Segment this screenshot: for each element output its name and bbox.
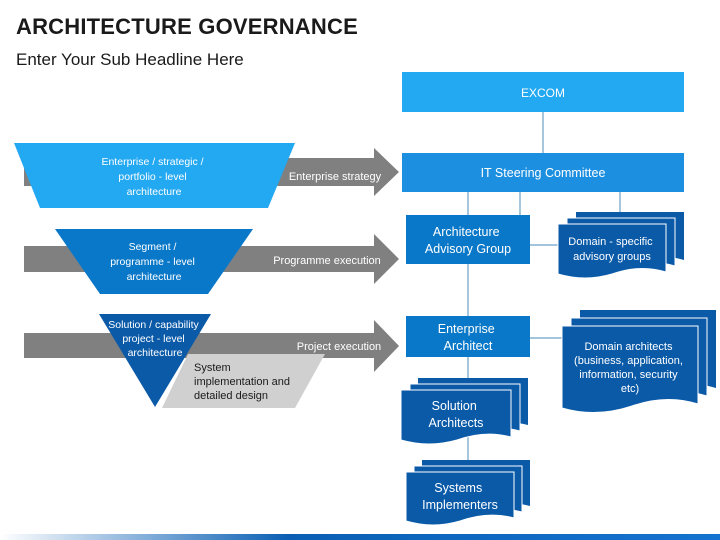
enterprise-architect-label: Enterprise Architect — [438, 322, 498, 353]
domain-architects-stack: Domain architects (business, application… — [561, 310, 716, 414]
it-steering-committee-label: IT Steering Committee — [481, 166, 606, 180]
governance-boxes: EXCOM IT Steering Committee Architecture… — [402, 72, 684, 357]
system-implementation-block — [162, 354, 325, 408]
page-title: ARCHITECTURE GOVERNANCE — [16, 14, 358, 39]
it-steering-committee-box — [402, 153, 684, 192]
systems-implementers-stack: Systems Implementers — [405, 460, 530, 526]
bottom-accent-bar — [0, 534, 720, 540]
domain-specific-advisory-groups-stack: Domain - specific advisory groups — [557, 212, 684, 279]
solution-architects-label: Solution Architects — [429, 399, 484, 430]
systems-implementers-label: Systems Implementers — [422, 481, 498, 512]
enterprise-architect-box — [406, 316, 530, 357]
architecture-advisory-group-box — [406, 215, 530, 264]
excom-label: EXCOM — [521, 86, 565, 100]
architecture-funnel: Enterprise / strategic / portfolio - lev… — [14, 143, 325, 408]
arrow-label-project-execution: Project execution — [297, 341, 381, 353]
system-implementation-label: System implementation and detailed desig… — [194, 362, 293, 402]
page-subtitle: Enter Your Sub Headline Here — [16, 50, 244, 69]
funnel-level-enterprise — [14, 143, 295, 208]
funnel-level-segment — [55, 229, 253, 294]
funnel-level-enterprise-label: Enterprise / strategic / portfolio - lev… — [101, 156, 206, 198]
excom-box — [402, 72, 684, 112]
domain-architects-label: Domain architects (business, application… — [574, 341, 686, 395]
arrow-label-programme-execution: Programme execution — [273, 255, 381, 267]
funnel-level-solution — [99, 314, 211, 407]
architecture-advisory-group-label: Architecture Advisory Group — [425, 225, 511, 256]
solution-architects-stack: Solution Architects — [400, 378, 528, 445]
arrow-label-enterprise-strategy: Enterprise strategy — [289, 171, 382, 183]
funnel-level-solution-label: Solution / capability project - level ar… — [108, 319, 201, 359]
domain-specific-advisory-groups-label: Domain - specific advisory groups — [568, 236, 655, 263]
funnel-level-segment-label: Segment / programme - level architecture — [110, 241, 198, 283]
